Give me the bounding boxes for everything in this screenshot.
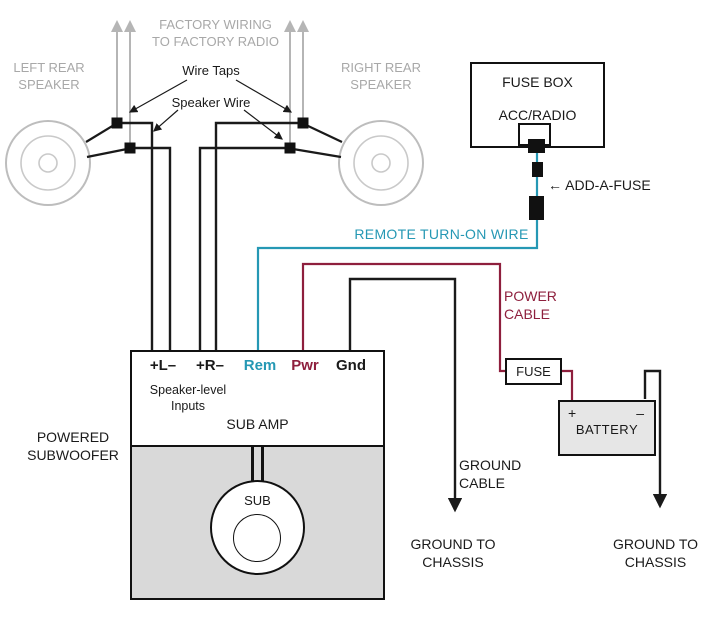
battery-plus-terminal: + xyxy=(568,405,577,421)
ground-amp-line1: GROUND TO xyxy=(410,536,496,552)
powered-line1: POWERED xyxy=(36,429,110,445)
speaker-wires-to-amp xyxy=(117,121,303,351)
ground-to-chassis-amp-label: GROUND TO CHASSIS xyxy=(399,535,507,571)
add-a-fuse-holder xyxy=(529,162,544,220)
ground-amp-line2: CHASSIS xyxy=(422,554,484,570)
ground-battery-line2: CHASSIS xyxy=(624,554,687,570)
ground-cable-wire xyxy=(348,277,463,513)
sub-amp-label: SUB AMP xyxy=(226,416,289,432)
right-speaker-line2: SPEAKER xyxy=(350,77,412,92)
speaker-lead-wires xyxy=(85,124,343,159)
acc-radio-label: ACC/RADIO xyxy=(498,107,577,123)
powered-line2: SUBWOOFER xyxy=(27,447,119,463)
power-cable-line1: POWER xyxy=(504,288,557,304)
sub-stem-left xyxy=(251,447,254,481)
wire-tap-connectors xyxy=(111,117,309,154)
fuse-tap-connector xyxy=(528,139,545,153)
right-rear-speaker-icon xyxy=(338,120,424,206)
left-speaker-line1: LEFT REAR xyxy=(13,60,85,75)
factory-wiring-label: FACTORY WIRING TO FACTORY RADIO xyxy=(138,16,293,50)
speaker-wire-pointer-arrows xyxy=(153,109,283,140)
terminal-remote: Rem xyxy=(243,357,277,374)
power-cable-wire xyxy=(301,262,574,402)
right-speaker-line1: RIGHT REAR xyxy=(341,60,421,75)
left-rear-speaker-icon xyxy=(5,120,91,206)
battery: + – BATTERY xyxy=(558,400,656,456)
inputs-line1: Speaker-level xyxy=(149,383,227,397)
battery-ground-wire xyxy=(643,369,668,509)
speaker-wire-label: Speaker Wire xyxy=(171,95,251,110)
inline-fuse: FUSE xyxy=(505,358,562,385)
battery-label: BATTERY xyxy=(575,422,639,437)
sub-stem-right xyxy=(261,447,264,481)
terminal-power: Pwr xyxy=(291,357,319,374)
wire-taps-label: Wire Taps xyxy=(182,63,240,78)
speaker-level-inputs-label: Speaker-level Inputs xyxy=(138,382,238,414)
left-speaker-line2: SPEAKER xyxy=(18,77,80,92)
terminal-right-input: +R– xyxy=(196,357,224,374)
factory-wiring-line1: FACTORY WIRING xyxy=(159,17,272,32)
fuse-box-title: FUSE BOX xyxy=(502,74,573,90)
ground-to-chassis-battery-label: GROUND TO CHASSIS xyxy=(598,535,704,571)
inputs-line2: Inputs xyxy=(170,399,206,413)
powered-subwoofer-label: POWERED SUBWOOFER xyxy=(20,428,126,464)
factory-wiring-line2: TO FACTORY RADIO xyxy=(152,34,279,49)
add-a-fuse-label: ← ADD-A-FUSE xyxy=(548,177,651,193)
ground-cable-label: GROUND CABLE xyxy=(459,456,521,492)
sub-speaker-inner-circle xyxy=(233,514,281,562)
fuse-box: FUSE BOX ACC/RADIO xyxy=(470,62,605,148)
left-rear-speaker-label: LEFT REAR SPEAKER xyxy=(0,59,98,93)
wire-taps-pointer-arrows xyxy=(128,79,293,113)
ground-battery-line1: GROUND TO xyxy=(612,536,699,552)
battery-minus-terminal: – xyxy=(636,405,644,421)
factory-wiring-arrows xyxy=(111,20,309,146)
power-cable-line2: CABLE xyxy=(504,306,550,322)
right-rear-speaker-label: RIGHT REAR SPEAKER xyxy=(332,59,430,93)
ground-cable-line2: CABLE xyxy=(459,475,505,491)
power-cable-label: POWER CABLE xyxy=(504,287,557,323)
terminal-left-input: +L– xyxy=(149,357,177,374)
terminal-ground: Gnd xyxy=(336,357,366,374)
ground-cable-line1: GROUND xyxy=(459,457,522,473)
sub-amp-box: +L– +R– Rem Pwr Gnd Speaker-level Inputs… xyxy=(130,350,385,600)
remote-turn-on-wire-label: REMOTE TURN-ON WIRE xyxy=(354,226,529,242)
sub-label: SUB xyxy=(244,493,271,508)
